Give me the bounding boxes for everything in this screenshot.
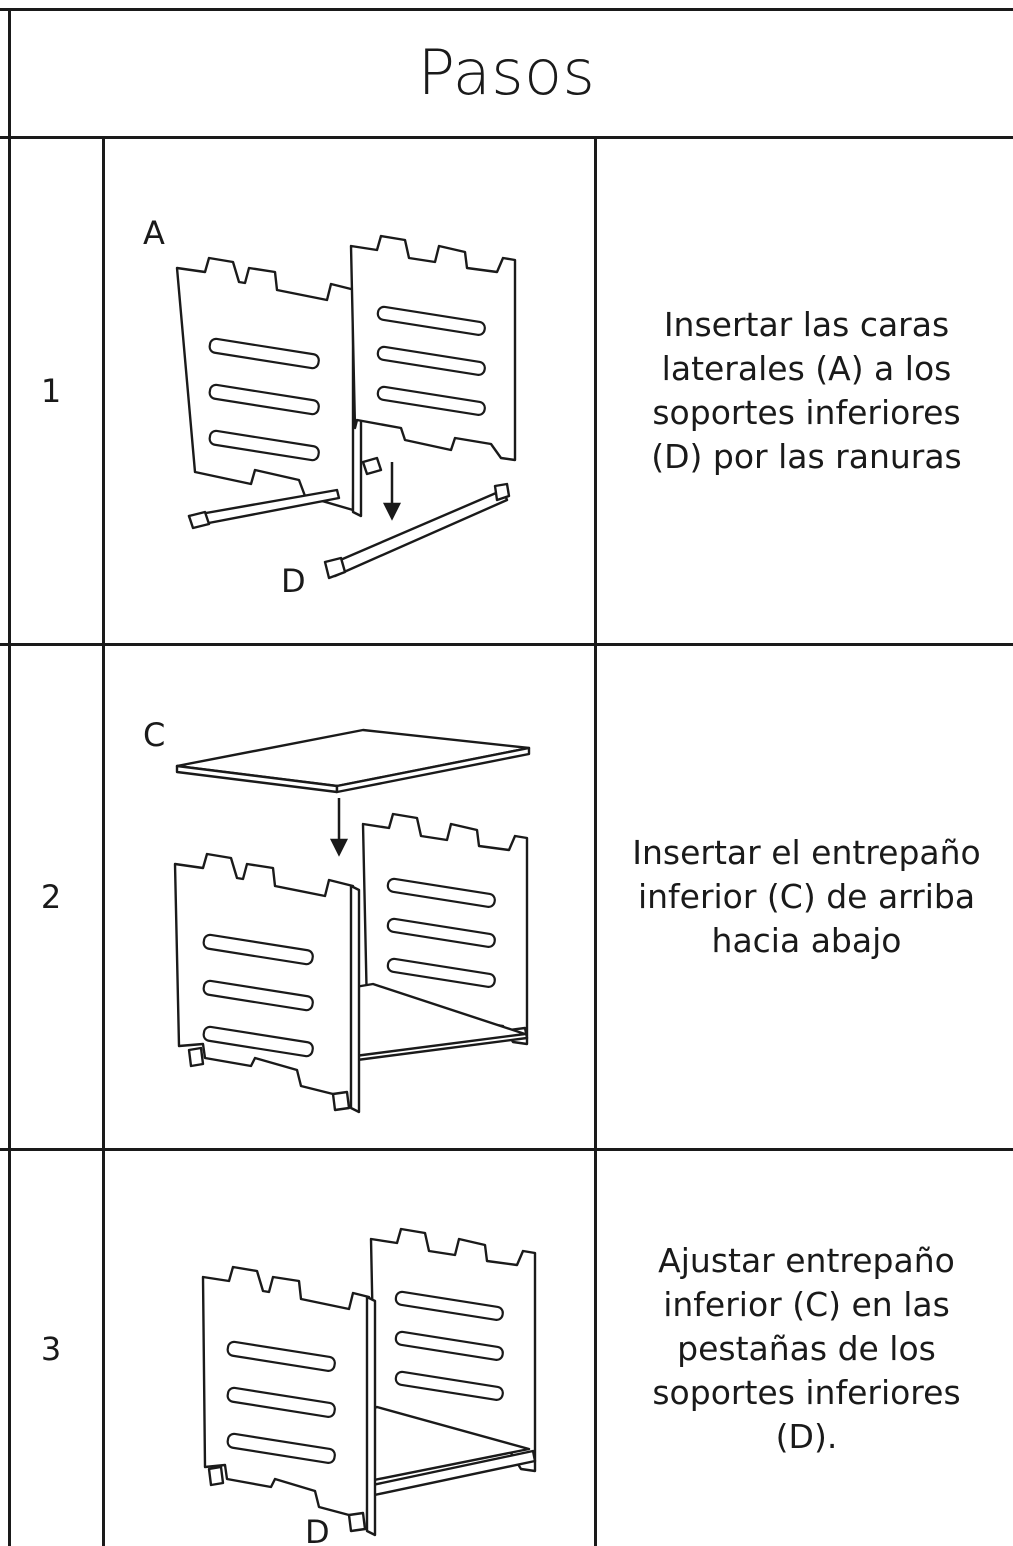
slot	[202, 1025, 314, 1058]
step-3-label-d: D	[305, 1513, 330, 1546]
number-column-divider	[102, 136, 105, 1546]
slot	[226, 1340, 336, 1372]
slot	[394, 1330, 504, 1361]
side-panel-right	[349, 234, 517, 462]
slot	[202, 979, 314, 1012]
text-column-divider	[594, 136, 597, 1546]
side-panel-left	[175, 256, 357, 512]
header-divider	[0, 136, 1013, 139]
step-1-label-d: D	[281, 562, 306, 600]
slot	[386, 877, 496, 908]
slot	[376, 305, 486, 336]
step-2-illustration: C	[105, 646, 595, 1146]
slot	[202, 933, 314, 966]
step-2-number: 2	[40, 878, 62, 916]
bottom-support-back	[187, 488, 341, 528]
slot	[386, 917, 496, 948]
step-3-illustration: D	[105, 1151, 595, 1546]
slot	[208, 337, 320, 370]
row-divider-1	[0, 643, 1013, 646]
table-left-border	[8, 8, 11, 1546]
step-1-number: 1	[40, 372, 62, 410]
side-panel-left	[173, 852, 355, 1108]
slot	[394, 1290, 504, 1321]
table-top-border	[0, 8, 1013, 11]
step-1-label-a: A	[143, 214, 165, 252]
slot	[376, 345, 486, 376]
slot	[376, 385, 486, 416]
step-1-instruction: Insertar las caras laterales (A) a los s…	[651, 305, 962, 476]
step-1-illustration: A D	[105, 140, 595, 640]
row-divider-2	[0, 1148, 1013, 1151]
slot	[226, 1386, 336, 1418]
step-2-label-c: C	[143, 716, 165, 754]
step-3-number: 3	[40, 1329, 62, 1368]
slot	[386, 957, 496, 988]
step-3-instruction: Ajustar entrepaño inferior (C) en las pe…	[652, 1240, 961, 1456]
slot	[394, 1370, 504, 1401]
slot	[226, 1432, 336, 1464]
step-2-instruction: Insertar el entrepaño inferior (C) de ar…	[632, 833, 981, 960]
bottom-support-tab	[361, 456, 383, 476]
slot	[208, 383, 320, 416]
slot	[208, 429, 320, 462]
page-title: Pasos	[417, 35, 596, 109]
